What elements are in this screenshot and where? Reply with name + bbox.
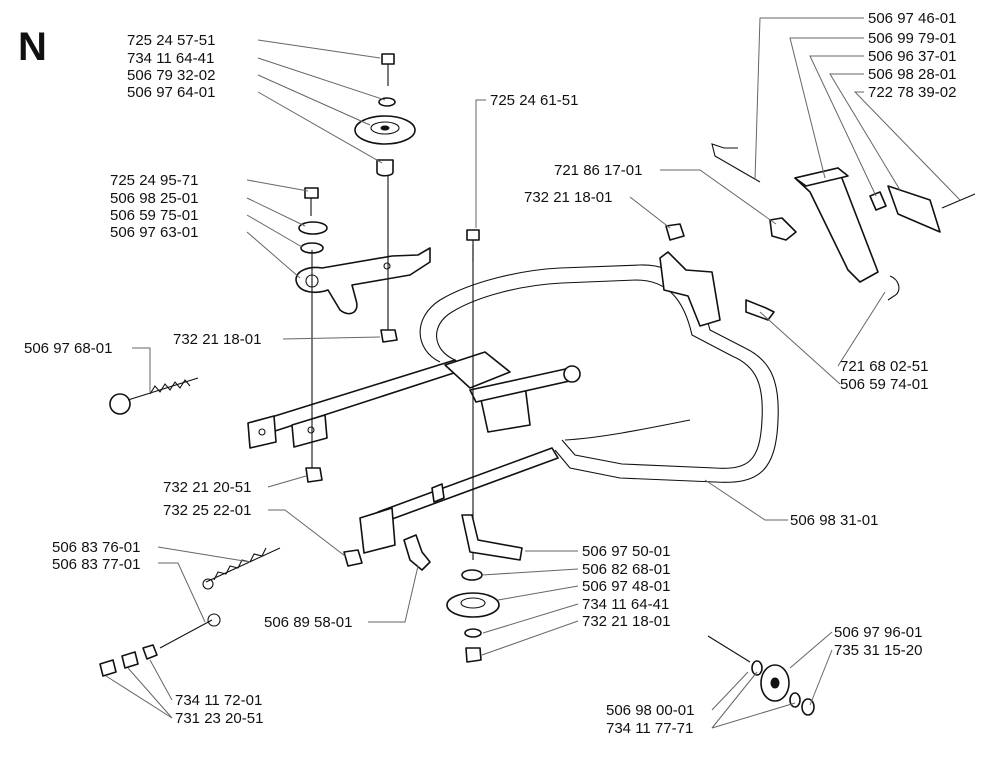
rear-bar-tab	[431, 483, 445, 503]
spring-hook	[202, 578, 214, 590]
ring-735-31-15-20	[801, 698, 815, 716]
part-label: 506 98 25-01	[110, 190, 198, 207]
spring-506-83-76-01	[205, 547, 281, 583]
spring-coil-a	[213, 547, 267, 581]
tensioner-arm	[295, 247, 431, 315]
part-labels: 725 24 57-51 734 11 64-41 506 79 32-02 5…	[24, 10, 956, 737]
nut-731-23-20-51-a	[121, 651, 139, 669]
part-label: 506 82 68-01	[582, 561, 670, 578]
part-label: 506 59 74-01	[840, 376, 928, 393]
pin-722-78-39-02	[941, 193, 976, 209]
front-bracket-hole	[258, 428, 266, 436]
part-label: 506 98 00-01	[606, 702, 694, 719]
pin-ring	[109, 393, 131, 415]
part-label: 732 21 20-51	[163, 479, 251, 496]
section-letter: N	[18, 25, 47, 69]
part-label: 725 24 57-51	[127, 32, 215, 49]
part-label: 725 24 61-51	[490, 92, 578, 109]
rear-lower-bar	[377, 447, 559, 523]
tensioner-arm-hole-small	[383, 262, 391, 270]
part-label: 732 21 18-01	[582, 613, 670, 630]
front-bracket-mid-hole	[307, 426, 315, 434]
right-bushing	[563, 365, 581, 383]
spacer-506-97-64-01	[376, 159, 394, 177]
plate-506-96-37-01	[869, 191, 887, 211]
center-plate	[444, 351, 511, 389]
pin-506-97-68-01	[127, 377, 199, 401]
bolt-506-89-58-01	[403, 534, 431, 571]
nut-732-21-18-01-a	[380, 329, 398, 343]
part-label: 506 97 68-01	[24, 340, 112, 357]
washer-506-98-25-01	[298, 221, 328, 235]
bolt-725-24-95-71	[304, 187, 319, 199]
part-label: 734 11 72-01	[175, 692, 262, 709]
nut-734-11-72-01-a	[142, 644, 158, 660]
bracket-506-97-50-01	[461, 514, 523, 561]
part-label: 506 83 77-01	[52, 556, 140, 573]
pulley-506-97-48-01	[446, 592, 500, 618]
part-label: 721 68 02-51	[840, 358, 928, 375]
part-label: 731 23 20-51	[175, 710, 263, 727]
front-bracket-mid	[291, 414, 328, 448]
part-label: 506 83 76-01	[52, 539, 140, 556]
bolt-506-59-74-01	[745, 299, 775, 321]
part-label: 506 98 31-01	[790, 512, 878, 529]
part-label: 506 97 48-01	[582, 578, 670, 595]
part-label: 506 97 63-01	[110, 224, 198, 241]
nut-732-21-20-51	[305, 467, 323, 483]
parts-drawing	[99, 53, 976, 716]
washer-734-11-64-41-b	[464, 628, 482, 638]
part-label: 506 59 75-01	[110, 207, 198, 224]
bolt-721-86-17-01	[769, 217, 797, 241]
part-label: 732 21 18-01	[173, 331, 261, 348]
nut-732-21-18-01-c	[465, 647, 482, 663]
nut-732-21-18-01-b	[665, 223, 685, 241]
bolt-725-24-57-51	[381, 53, 395, 65]
part-label: 506 97 46-01	[868, 10, 956, 27]
leader-lines	[105, 17, 961, 729]
eyebolt-eye	[207, 613, 221, 627]
part-label: 732 21 18-01	[524, 189, 612, 206]
part-label: 735 31 15-20	[834, 642, 922, 659]
wheel-hub	[770, 677, 780, 689]
eyebolt-506-83-77-01	[159, 619, 213, 649]
nut-731-23-20-51-b	[99, 659, 117, 677]
part-label: 732 25 22-01	[163, 502, 251, 519]
pivot-bracket	[659, 251, 721, 327]
washer-734-11-77-71-a	[751, 660, 763, 676]
cotter-721-68-02-51	[887, 275, 900, 301]
washer-734-11-64-41	[378, 97, 396, 107]
bolt-725-24-61-51	[466, 229, 480, 241]
plate-506-98-28-01	[887, 185, 941, 233]
part-label: 506 99 79-01	[868, 30, 956, 47]
axle-506-98-00-01	[707, 635, 751, 663]
part-label: 734 11 64-41	[582, 596, 669, 613]
pulley-bore	[380, 125, 390, 131]
part-label: 506 97 50-01	[582, 543, 670, 560]
part-label: 506 97 96-01	[834, 624, 922, 641]
part-label: 725 24 95-71	[110, 172, 198, 189]
rear-bracket	[359, 507, 396, 554]
front-bracket-left	[247, 415, 277, 449]
part-label: 506 89 58-01	[264, 614, 352, 631]
part-label: 722 78 39-02	[868, 84, 956, 101]
spacer-506-82-68-01	[461, 569, 483, 581]
part-label: 506 98 28-01	[868, 66, 956, 83]
part-label: 506 79 32-02	[127, 67, 215, 84]
frame-inner-arc	[564, 419, 691, 441]
part-label: 506 97 64-01	[127, 84, 215, 101]
pulley-hub	[370, 121, 400, 135]
rod-506-97-46-01	[711, 143, 761, 183]
washer-734-11-77-71-b	[789, 692, 801, 708]
part-label: 734 11 64-41	[127, 50, 214, 67]
front-cross-bar	[261, 359, 464, 433]
pin-coil	[149, 379, 191, 395]
part-label: 721 86 17-01	[554, 162, 642, 179]
part-label: 506 96 37-01	[868, 48, 956, 65]
part-label: 734 11 77-71	[606, 720, 693, 737]
nut-732-25-22-01	[343, 549, 363, 567]
pulley-lower-hub	[460, 597, 486, 609]
frame-tube-inner	[436, 279, 763, 469]
